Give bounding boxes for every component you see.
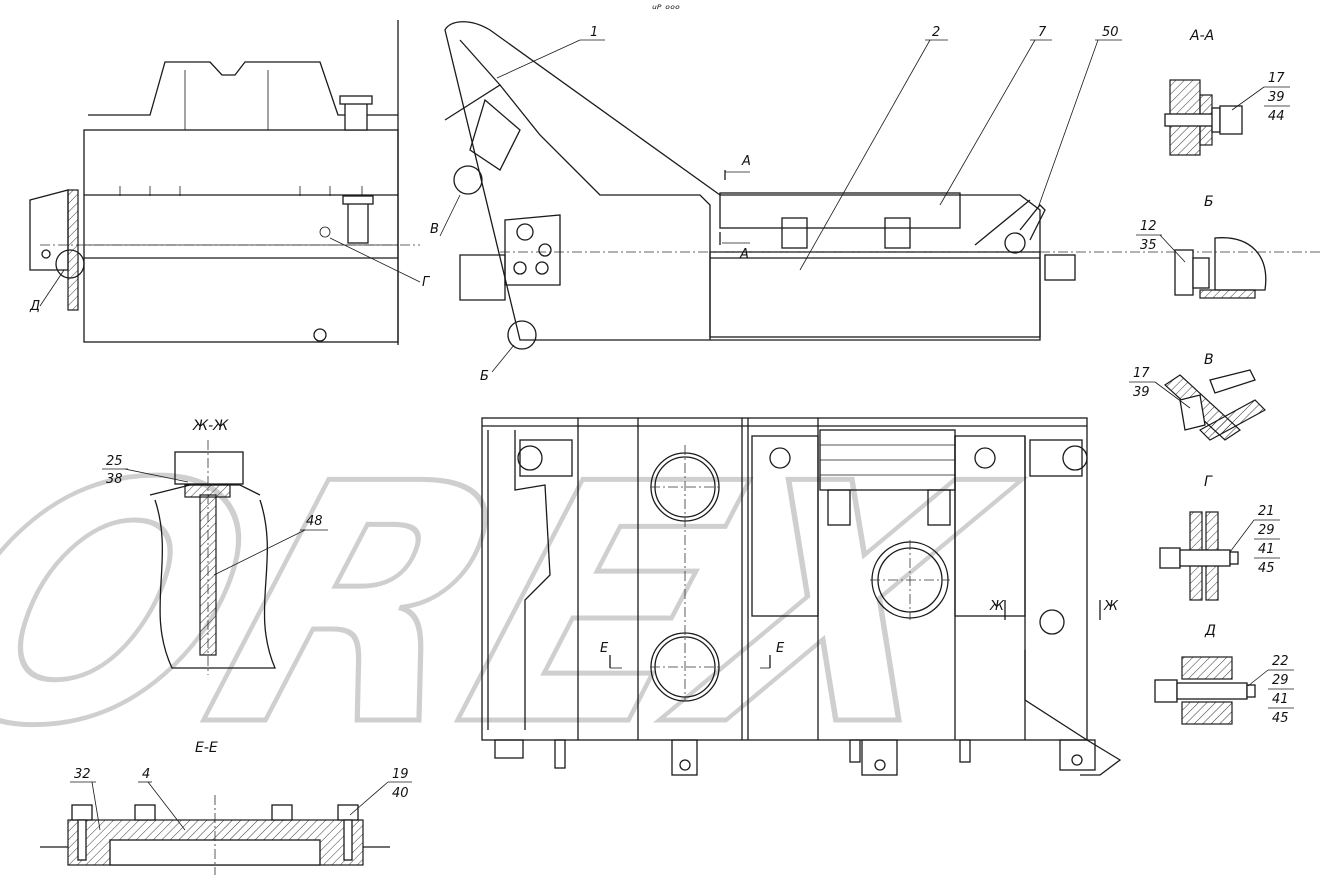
- detail-a-a: А-А 17 39 44: [1164, 28, 1290, 156]
- callout-39-a: 39: [1268, 90, 1285, 105]
- detail-b: Б 12 35: [1136, 194, 1267, 299]
- section-e-e-title: Е-Е: [195, 740, 218, 756]
- callout-45-a: 45: [1258, 561, 1275, 576]
- detail-d: Д 22 29 41 45: [1154, 623, 1294, 726]
- callouts-top: 1 2 7 50: [496, 25, 1122, 271]
- callout-17-b: 17: [1133, 366, 1150, 381]
- callout-45-b: 45: [1272, 711, 1289, 726]
- callout-40: 40: [392, 786, 409, 801]
- front-view-top: А А Б: [444, 21, 1320, 384]
- mark-e-right: Е: [776, 641, 785, 656]
- callout-32: 32: [74, 767, 91, 782]
- mark-a-bottom: А: [739, 247, 749, 262]
- callout-44: 44: [1268, 109, 1285, 124]
- callout-25: 25: [106, 454, 123, 469]
- mark-a-top: А: [741, 154, 751, 169]
- section-zh-zh: Ж-Ж 25 38 48: [102, 418, 328, 675]
- mark-g-left: Г: [422, 275, 431, 290]
- callout-35: 35: [1140, 238, 1157, 253]
- callout-22: 22: [1272, 654, 1289, 669]
- mark-zh-right: Ж: [1103, 599, 1119, 614]
- callout-12: 12: [1140, 219, 1157, 234]
- mark-d-left: Д: [29, 299, 40, 314]
- callout-39-b: 39: [1133, 385, 1150, 400]
- callout-29-b: 29: [1272, 673, 1289, 688]
- side-view-left: В Г Д: [29, 20, 461, 345]
- callout-1: 1: [590, 25, 598, 40]
- section-e-e: Е-Е 32 4 19 40: [40, 740, 412, 875]
- detail-v: В 17 39: [1129, 352, 1266, 441]
- detail-g: Г 21 29 41 45: [1159, 474, 1280, 601]
- section-b-title: Б: [1204, 194, 1214, 210]
- mark-zh-left: Ж: [989, 599, 1005, 614]
- header-mark: ᵘᴾ ᵒᵒᵒ: [652, 2, 680, 16]
- mark-v-left: В: [430, 222, 439, 237]
- callout-48: 48: [306, 514, 323, 529]
- plan-view: Е Е Ж Ж: [481, 417, 1122, 776]
- section-v-title: В: [1204, 352, 1214, 368]
- section-a-a-title: А-А: [1189, 28, 1214, 44]
- callout-50: 50: [1102, 25, 1119, 40]
- mark-e-left: Е: [600, 641, 609, 656]
- section-g-title: Г: [1204, 474, 1213, 490]
- mark-b-bottom: Б: [480, 369, 489, 384]
- callout-29-a: 29: [1258, 523, 1275, 538]
- callout-7: 7: [1038, 25, 1047, 40]
- section-zh-zh-title: Ж-Ж: [192, 418, 229, 434]
- callout-2: 2: [932, 25, 940, 40]
- callout-17-a: 17: [1268, 71, 1285, 86]
- callout-41-b: 41: [1272, 692, 1289, 707]
- section-d-title: Д: [1204, 623, 1216, 639]
- callout-38: 38: [106, 472, 123, 487]
- callout-19: 19: [392, 767, 409, 782]
- callout-41-a: 41: [1258, 542, 1275, 557]
- callout-4: 4: [142, 767, 150, 782]
- callout-21: 21: [1258, 504, 1275, 519]
